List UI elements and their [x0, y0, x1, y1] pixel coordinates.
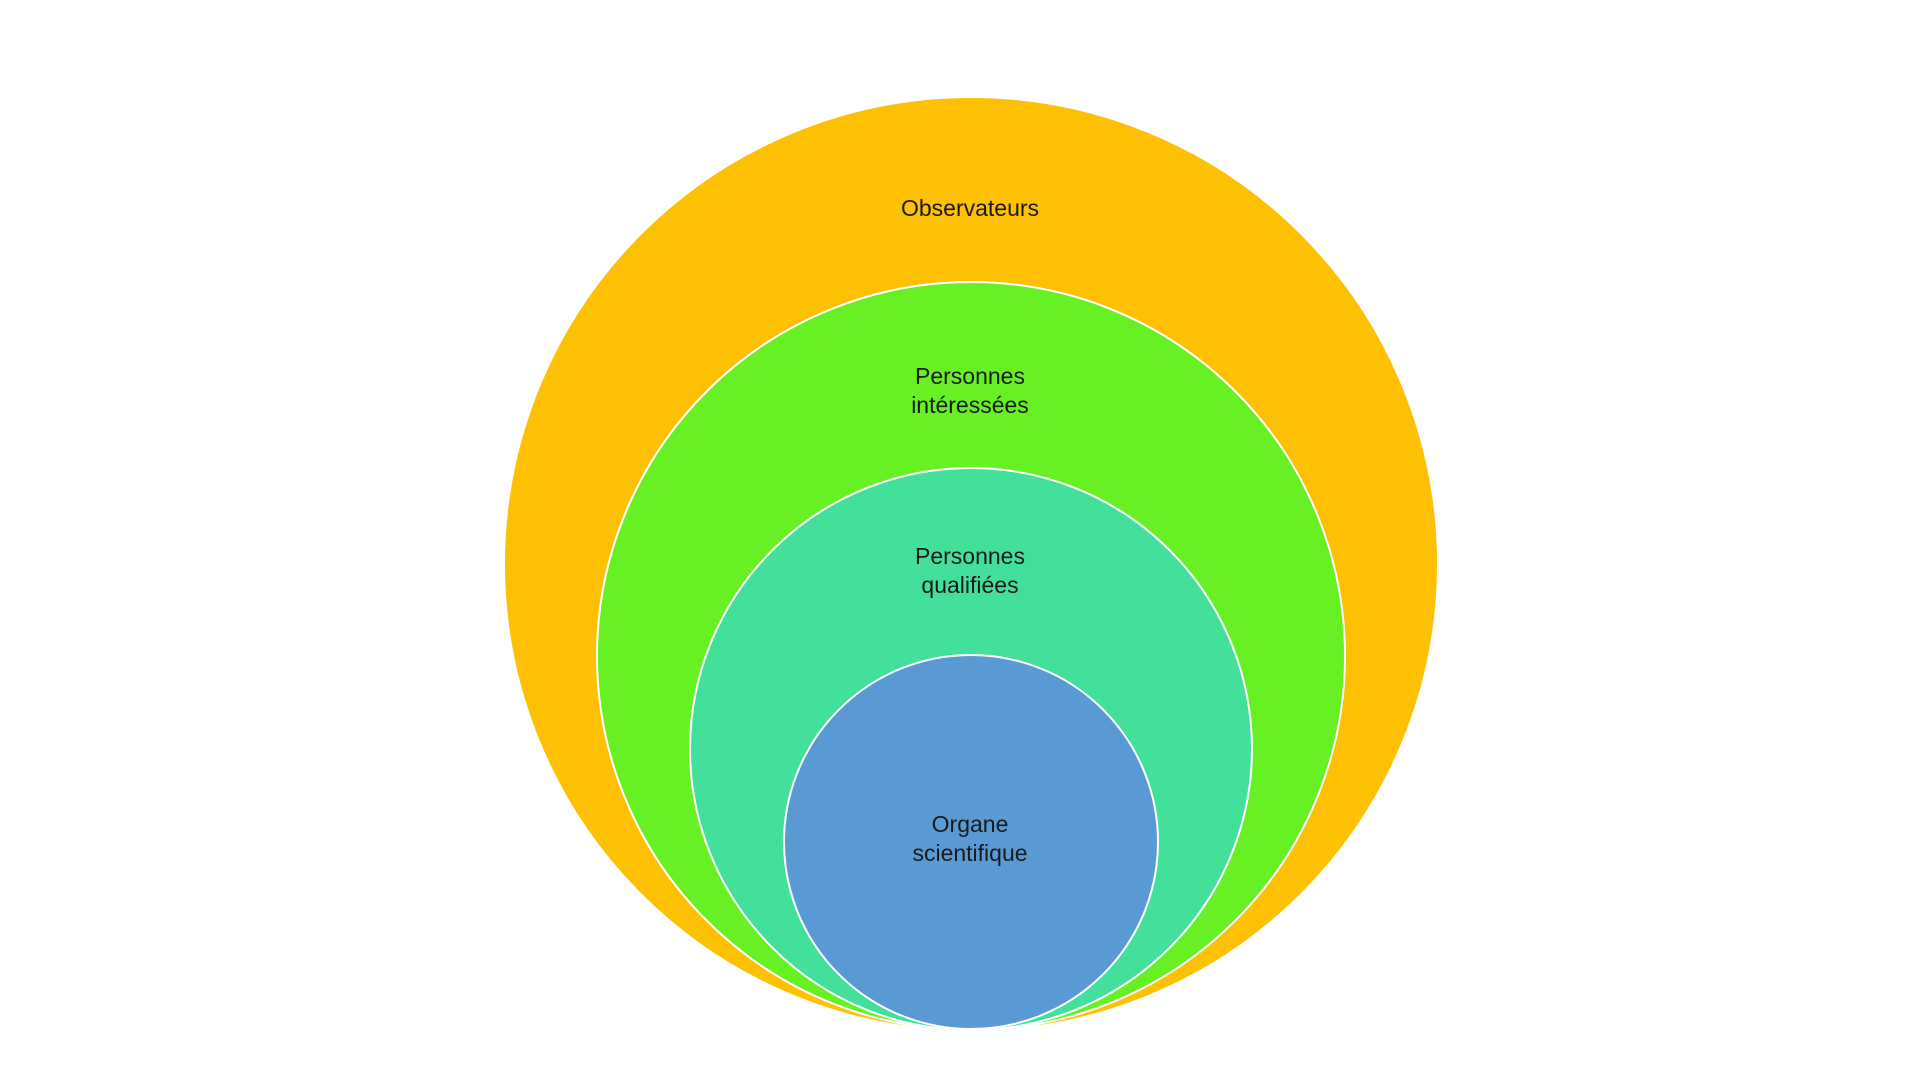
label-personnes-interessees: Personnes intéressées [911, 363, 1029, 418]
circle-organe-scientifique [783, 654, 1159, 1030]
label-personnes-qualifiees: Personnes qualifiées [915, 543, 1025, 598]
label-organe-scientifique: Organe scientifique [912, 811, 1028, 866]
label-observateurs: Observateurs [900, 195, 1040, 221]
